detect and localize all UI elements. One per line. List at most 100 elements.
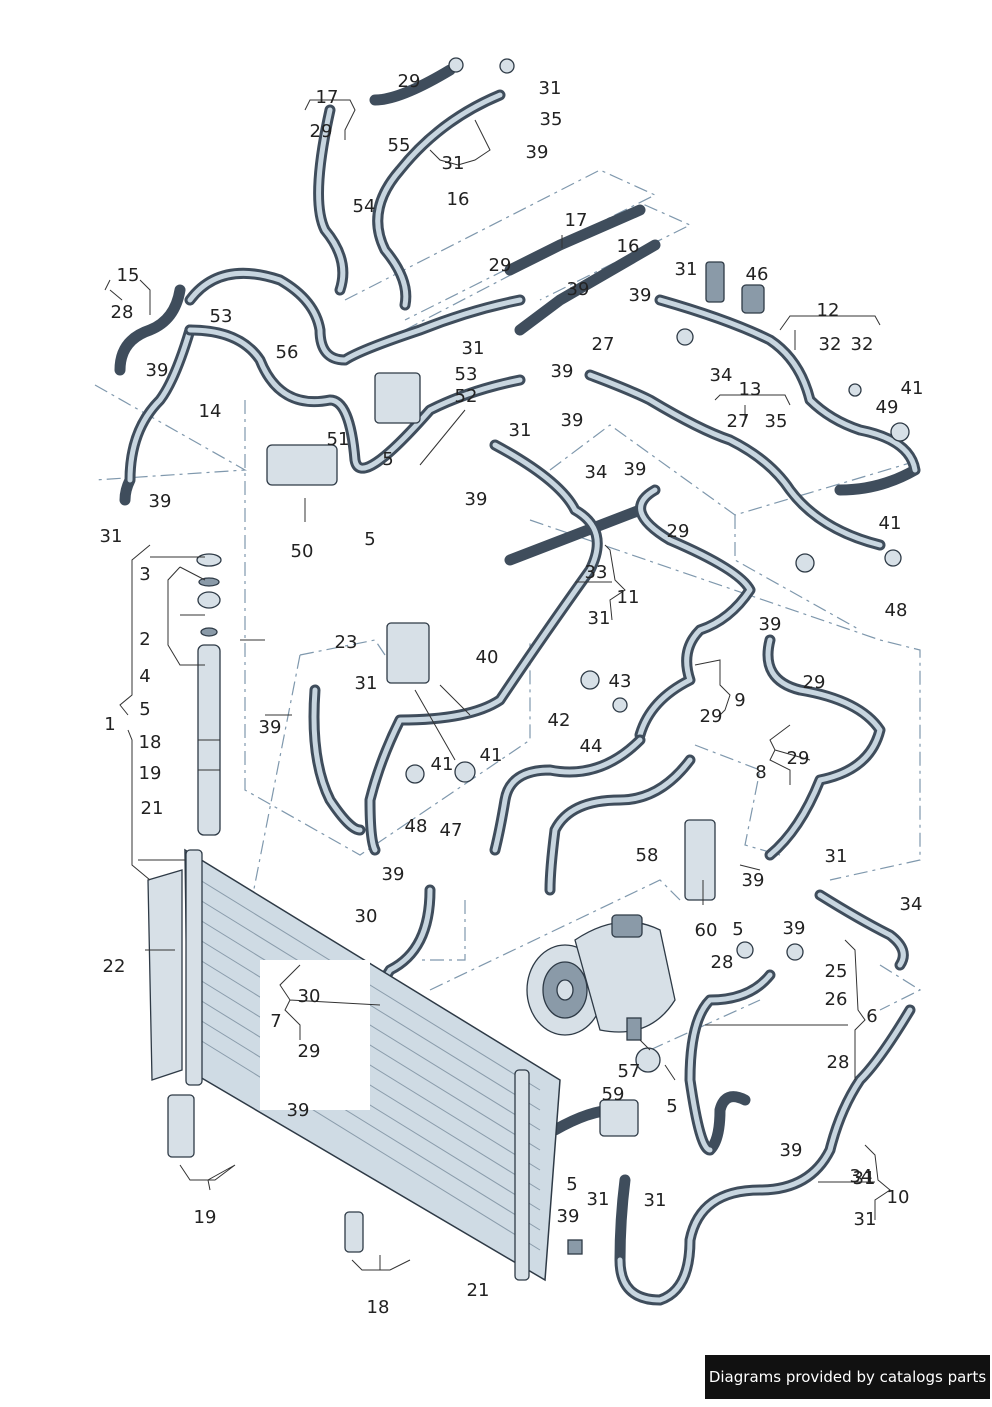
callout-5: 5 <box>732 919 743 940</box>
callout-39: 39 <box>567 279 590 300</box>
callout-54: 54 <box>353 196 376 217</box>
callout-9: 9 <box>734 690 745 711</box>
callout-11: 11 <box>617 587 640 608</box>
condenser <box>147 848 561 1282</box>
callout-34: 34 <box>710 365 733 386</box>
callout-52: 52 <box>455 386 478 407</box>
callout-18: 18 <box>367 1297 390 1318</box>
callout-39: 39 <box>783 918 806 939</box>
callout-29: 29 <box>398 71 421 92</box>
callout-48: 48 <box>405 816 428 837</box>
callout-35: 35 <box>540 109 563 130</box>
callout-28: 28 <box>827 1052 850 1073</box>
callout-39: 39 <box>526 142 549 163</box>
callout-3: 3 <box>139 564 150 585</box>
callout-40: 40 <box>476 647 499 668</box>
callout-53: 53 <box>210 306 233 327</box>
callout-6: 6 <box>866 1006 877 1027</box>
callout-39: 39 <box>287 1100 310 1121</box>
callout-27: 27 <box>592 334 615 355</box>
callout-31: 31 <box>539 78 562 99</box>
callout-28: 28 <box>111 302 134 323</box>
callout-27: 27 <box>727 411 750 432</box>
callout-28: 28 <box>711 952 734 973</box>
callout-34: 34 <box>900 894 923 915</box>
callout-15: 15 <box>117 265 140 286</box>
callout-43: 43 <box>609 671 632 692</box>
compressor <box>526 914 676 1036</box>
callout-17: 17 <box>316 87 339 108</box>
callout-30: 30 <box>298 986 321 1007</box>
callout-39: 39 <box>759 614 782 635</box>
callout-16: 16 <box>617 236 640 257</box>
callout-29: 29 <box>667 521 690 542</box>
callout-35: 35 <box>765 411 788 432</box>
callout-31: 31 <box>588 608 611 629</box>
callout-29: 29 <box>298 1041 321 1062</box>
callout-34: 34 <box>585 462 608 483</box>
callout-31: 31 <box>644 1190 667 1211</box>
callout-31: 31 <box>462 338 485 359</box>
callout-18: 18 <box>139 732 162 753</box>
fittings <box>167 57 910 1255</box>
callout-39: 39 <box>146 360 169 381</box>
callout-33: 33 <box>585 562 608 583</box>
callout-14: 14 <box>199 401 222 422</box>
callout-41: 41 <box>480 745 503 766</box>
callout-29: 29 <box>310 121 333 142</box>
callout-39: 39 <box>561 410 584 431</box>
callout-5: 5 <box>364 529 375 550</box>
callout-32: 32 <box>851 334 874 355</box>
callout-26: 26 <box>825 989 848 1010</box>
callout-29: 29 <box>700 706 723 727</box>
callout-31: 31 <box>355 673 378 694</box>
callout-44: 44 <box>580 736 603 757</box>
callout-60: 60 <box>695 920 718 941</box>
callout-59: 59 <box>602 1084 625 1105</box>
callout-5: 5 <box>382 449 393 470</box>
callout-29: 29 <box>489 255 512 276</box>
callout-39: 39 <box>557 1206 580 1227</box>
callout-23: 23 <box>335 632 358 653</box>
callout-57: 57 <box>618 1061 641 1082</box>
callout-12: 12 <box>817 300 840 321</box>
callout-39: 39 <box>259 717 282 738</box>
callout-31: 31 <box>587 1189 610 1210</box>
callout-21: 21 <box>467 1280 490 1301</box>
callout-31: 31 <box>825 846 848 867</box>
refrigerant-lines <box>114 64 921 1306</box>
callout-47: 47 <box>440 820 463 841</box>
callout-10: 10 <box>887 1187 910 1208</box>
callout-17: 17 <box>565 210 588 231</box>
callout-31: 31 <box>442 153 465 174</box>
callout-49: 49 <box>876 397 899 418</box>
callout-19: 19 <box>194 1207 217 1228</box>
callout-46: 46 <box>746 264 769 285</box>
callout-51: 51 <box>327 429 350 450</box>
watermark-banner: Diagrams provided by catalogs parts <box>705 1355 990 1399</box>
callout-16: 16 <box>447 189 470 210</box>
callout-58: 58 <box>636 845 659 866</box>
callout-55: 55 <box>388 135 411 156</box>
callout-39: 39 <box>382 864 405 885</box>
callout-39: 39 <box>742 870 765 891</box>
callout-39: 39 <box>149 491 172 512</box>
callout-41: 41 <box>879 513 902 534</box>
callout-39: 39 <box>780 1140 803 1161</box>
callout-31: 31 <box>509 420 532 441</box>
callout-1: 1 <box>104 714 115 735</box>
callout-34: 34 <box>850 1166 873 1187</box>
callout-50: 50 <box>291 541 314 562</box>
callout-5: 5 <box>139 699 150 720</box>
callout-7: 7 <box>270 1011 281 1032</box>
callout-39: 39 <box>629 285 652 306</box>
receiver-drier <box>196 553 222 836</box>
callout-56: 56 <box>276 342 299 363</box>
callout-5: 5 <box>666 1096 677 1117</box>
callout-39: 39 <box>551 361 574 382</box>
callout-19: 19 <box>139 763 162 784</box>
callout-39: 39 <box>465 489 488 510</box>
callout-41: 41 <box>431 754 454 775</box>
